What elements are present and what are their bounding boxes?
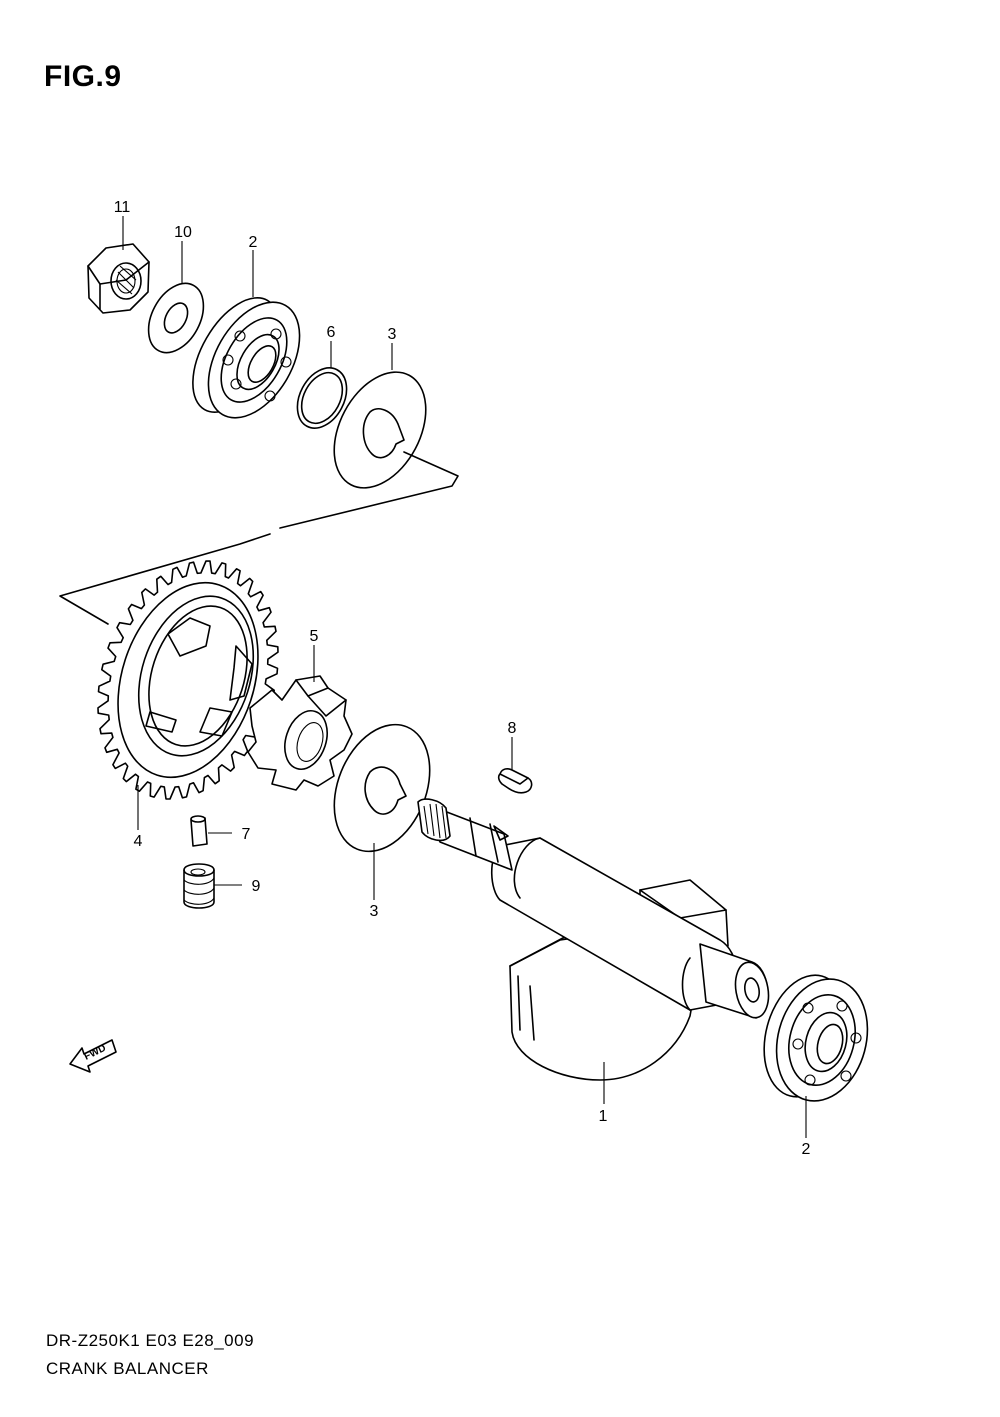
assembly-line-upper <box>59 451 459 625</box>
callout-10: 10 <box>174 224 192 241</box>
diagram-name: CRANK BALANCER <box>46 1359 209 1378</box>
model-code: DR-Z250K1 E03 E28_009 <box>46 1331 255 1350</box>
fwd-arrow-icon: FWD <box>69 1039 117 1073</box>
callout-3-upper: 3 <box>388 326 397 343</box>
part-8-key <box>497 768 533 794</box>
figure-title: FIG.9 <box>44 60 122 93</box>
callout-3-lower: 3 <box>370 903 379 920</box>
part-3-washer-upper <box>333 371 427 489</box>
part-2-bearing-lower <box>763 974 869 1102</box>
callout-6: 6 <box>327 324 336 341</box>
part-11-nut <box>87 243 150 314</box>
callout-11: 11 <box>114 199 131 216</box>
part-7-pin <box>190 815 208 847</box>
part-4-gear <box>97 560 279 800</box>
part-1-balancer-shaft <box>417 798 770 1081</box>
callout-2-upper: 2 <box>249 234 258 251</box>
part-2-bearing-upper <box>192 297 301 419</box>
leader-lines <box>122 216 807 1138</box>
part-5-hub <box>247 675 353 791</box>
part-10-washer <box>147 282 205 354</box>
callout-1: 1 <box>599 1108 608 1125</box>
callout-8: 8 <box>508 720 517 737</box>
callout-5: 5 <box>310 628 319 645</box>
callout-9: 9 <box>252 878 261 895</box>
callout-4: 4 <box>134 833 143 850</box>
callout-7: 7 <box>242 826 251 843</box>
callout-2-lower: 2 <box>802 1141 811 1158</box>
part-6-circlip <box>296 367 348 429</box>
part-9-spring <box>183 863 215 909</box>
callout-labels: 11 10 2 6 3 5 8 4 7 9 3 1 2 <box>114 199 811 1158</box>
